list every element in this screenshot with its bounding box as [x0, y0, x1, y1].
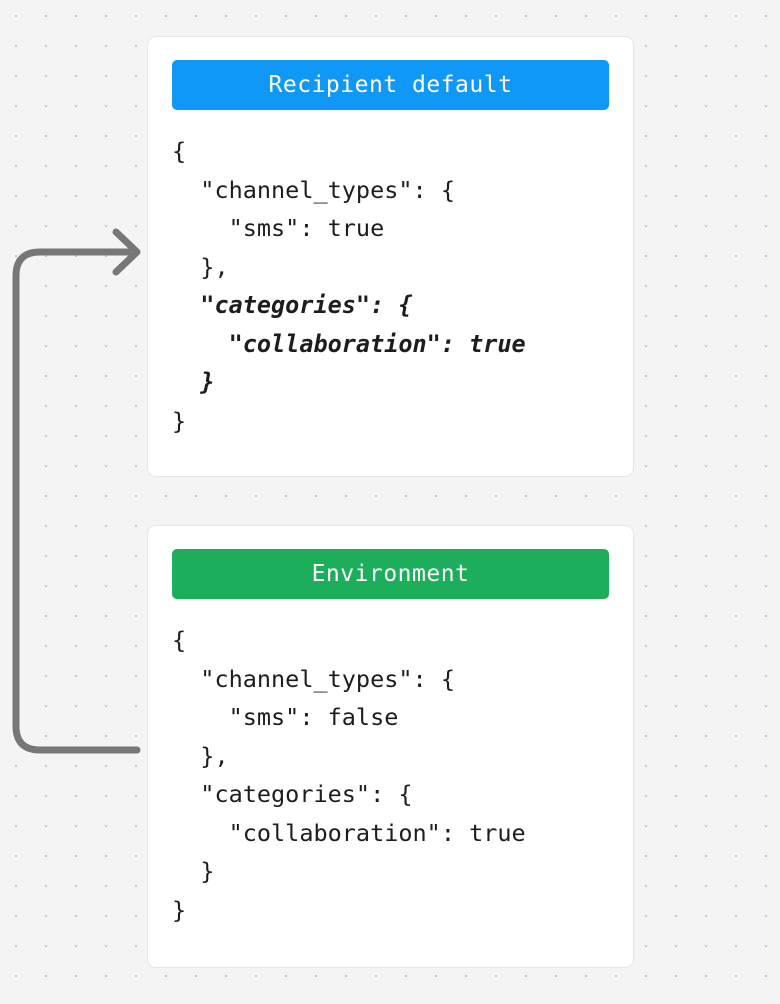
code-line: "collaboration": true — [172, 818, 526, 847]
code-line: "channel_types": { — [172, 175, 455, 204]
code-line: "channel_types": { — [172, 664, 455, 693]
code-line: }, — [172, 741, 229, 770]
card-header-recipient-default: Recipient default — [172, 60, 609, 110]
code-line: } — [172, 895, 187, 924]
code-block-recipient-default: { "channel_types": { "sms": true }, "cat… — [172, 132, 609, 440]
card-environment: Environment { "channel_types": { "sms": … — [147, 525, 634, 968]
merge-arrow-path — [12, 248, 141, 754]
code-line: "sms": true — [172, 214, 385, 242]
code-block-environment: { "channel_types": { "sms": false }, "ca… — [172, 621, 609, 929]
code-line: }, — [172, 252, 229, 281]
code-line: } — [172, 857, 215, 885]
code-line: { — [172, 137, 187, 165]
code-line-highlighted: "collaboration": true — [172, 329, 526, 358]
card-header-environment: Environment — [172, 549, 609, 599]
code-line: { — [172, 626, 187, 654]
merge-arrow-head-icon — [112, 228, 141, 276]
code-line: } — [172, 406, 187, 435]
code-line-highlighted: } — [172, 368, 215, 396]
code-line: "categories": { — [172, 780, 413, 808]
code-line-highlighted: "categories": { — [172, 291, 413, 319]
code-line: "sms": false — [172, 703, 399, 731]
card-recipient-default: Recipient default { "channel_types": { "… — [147, 36, 634, 477]
